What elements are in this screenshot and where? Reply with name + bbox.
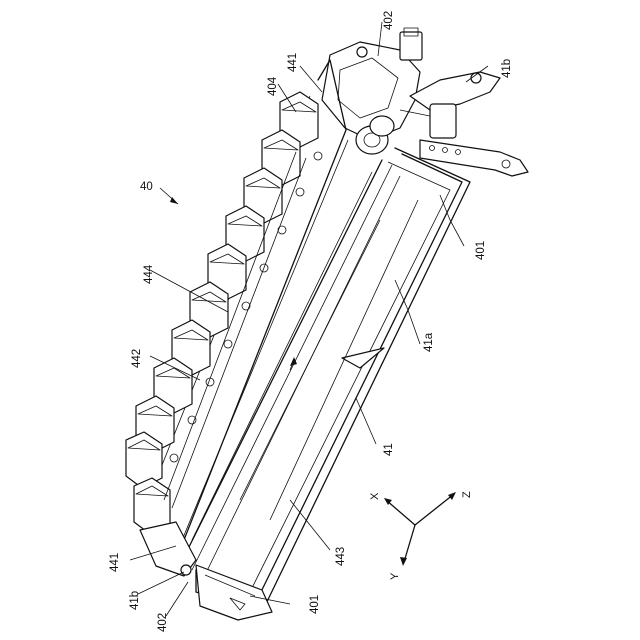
label-402-bottom: 402 (157, 613, 169, 632)
label-41b-top: 41b (501, 59, 513, 78)
label-41: 41 (383, 443, 395, 456)
housing-41 (180, 148, 470, 620)
drive-end-assembly (322, 28, 528, 176)
cartridge-row (126, 60, 348, 576)
coordinate-axes: X Z Y (369, 491, 473, 580)
label-40: 40 (140, 181, 153, 193)
label-404: 404 (267, 76, 279, 96)
label-443: 443 (335, 547, 347, 566)
axis-z-label: Z (461, 491, 473, 498)
axis-x-label: X (369, 492, 381, 500)
axis-y-label: Y (389, 572, 401, 580)
label-41b-bottom: 41b (129, 591, 141, 610)
label-441-bottom: 441 (109, 553, 121, 572)
label-402-top: 402 (383, 11, 395, 30)
label-401-right: 401 (475, 241, 487, 260)
label-444: 444 (143, 264, 155, 284)
label-41a: 41a (423, 332, 435, 352)
label-401-bottom: 401 (309, 595, 321, 614)
label-441-top: 441 (287, 53, 299, 72)
label-442: 442 (131, 349, 143, 368)
